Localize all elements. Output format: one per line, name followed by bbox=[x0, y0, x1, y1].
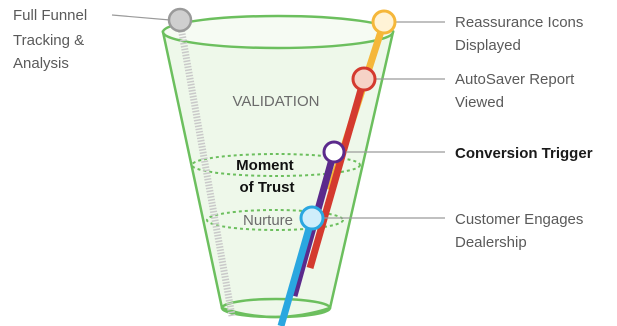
callout-conversion: Conversion Trigger bbox=[455, 145, 593, 162]
tracking-connector bbox=[111, 14, 171, 21]
callout-reassurance: Reassurance Icons Displayed bbox=[455, 14, 588, 54]
stage-moment-of-trust: Moment of Trust bbox=[236, 157, 298, 196]
stage-validation: VALIDATION bbox=[233, 93, 320, 110]
conversion-node bbox=[322, 140, 346, 164]
engages-line bbox=[277, 217, 316, 326]
funnel-base bbox=[220, 297, 332, 319]
tracking-label-line-3: Analysis bbox=[13, 55, 69, 72]
stage-nurture: Nurture bbox=[243, 212, 293, 229]
callout-engages-line-1: Customer Engages bbox=[455, 211, 583, 228]
callout-autosaver-line-2: Viewed bbox=[455, 94, 504, 111]
callout-autosaver: AutoSaver Report Viewed bbox=[455, 71, 578, 111]
callout-connectors bbox=[111, 14, 445, 219]
tracking-label: Full Funnel Tracking & Analysis bbox=[13, 7, 91, 72]
nodes bbox=[167, 7, 397, 231]
tracking-label-line-1: Full Funnel bbox=[13, 7, 87, 24]
tracking-label-line-2: Tracking & bbox=[13, 32, 84, 49]
callout-engages-line-2: Dealership bbox=[455, 234, 527, 251]
funnel-rim bbox=[161, 14, 395, 50]
callout-reassurance-line-2: Displayed bbox=[455, 37, 521, 54]
callout-reassurance-line-1: Reassurance Icons bbox=[455, 14, 583, 31]
autosaver-node bbox=[351, 66, 377, 92]
funnel-band-moment bbox=[191, 153, 361, 177]
stage-moment-line-2: of Trust bbox=[240, 179, 295, 196]
callout-autosaver-line-1: AutoSaver Report bbox=[455, 71, 575, 88]
stage-moment-line-1: Moment bbox=[236, 157, 294, 174]
callout-engages: Customer Engages Dealership bbox=[455, 211, 588, 251]
funnel-band-nurture bbox=[206, 209, 344, 231]
autosaver-line bbox=[306, 78, 368, 269]
funnel bbox=[161, 14, 395, 319]
tracking-node bbox=[167, 7, 193, 33]
engages-node bbox=[299, 205, 325, 231]
reassurance-node bbox=[371, 9, 397, 35]
